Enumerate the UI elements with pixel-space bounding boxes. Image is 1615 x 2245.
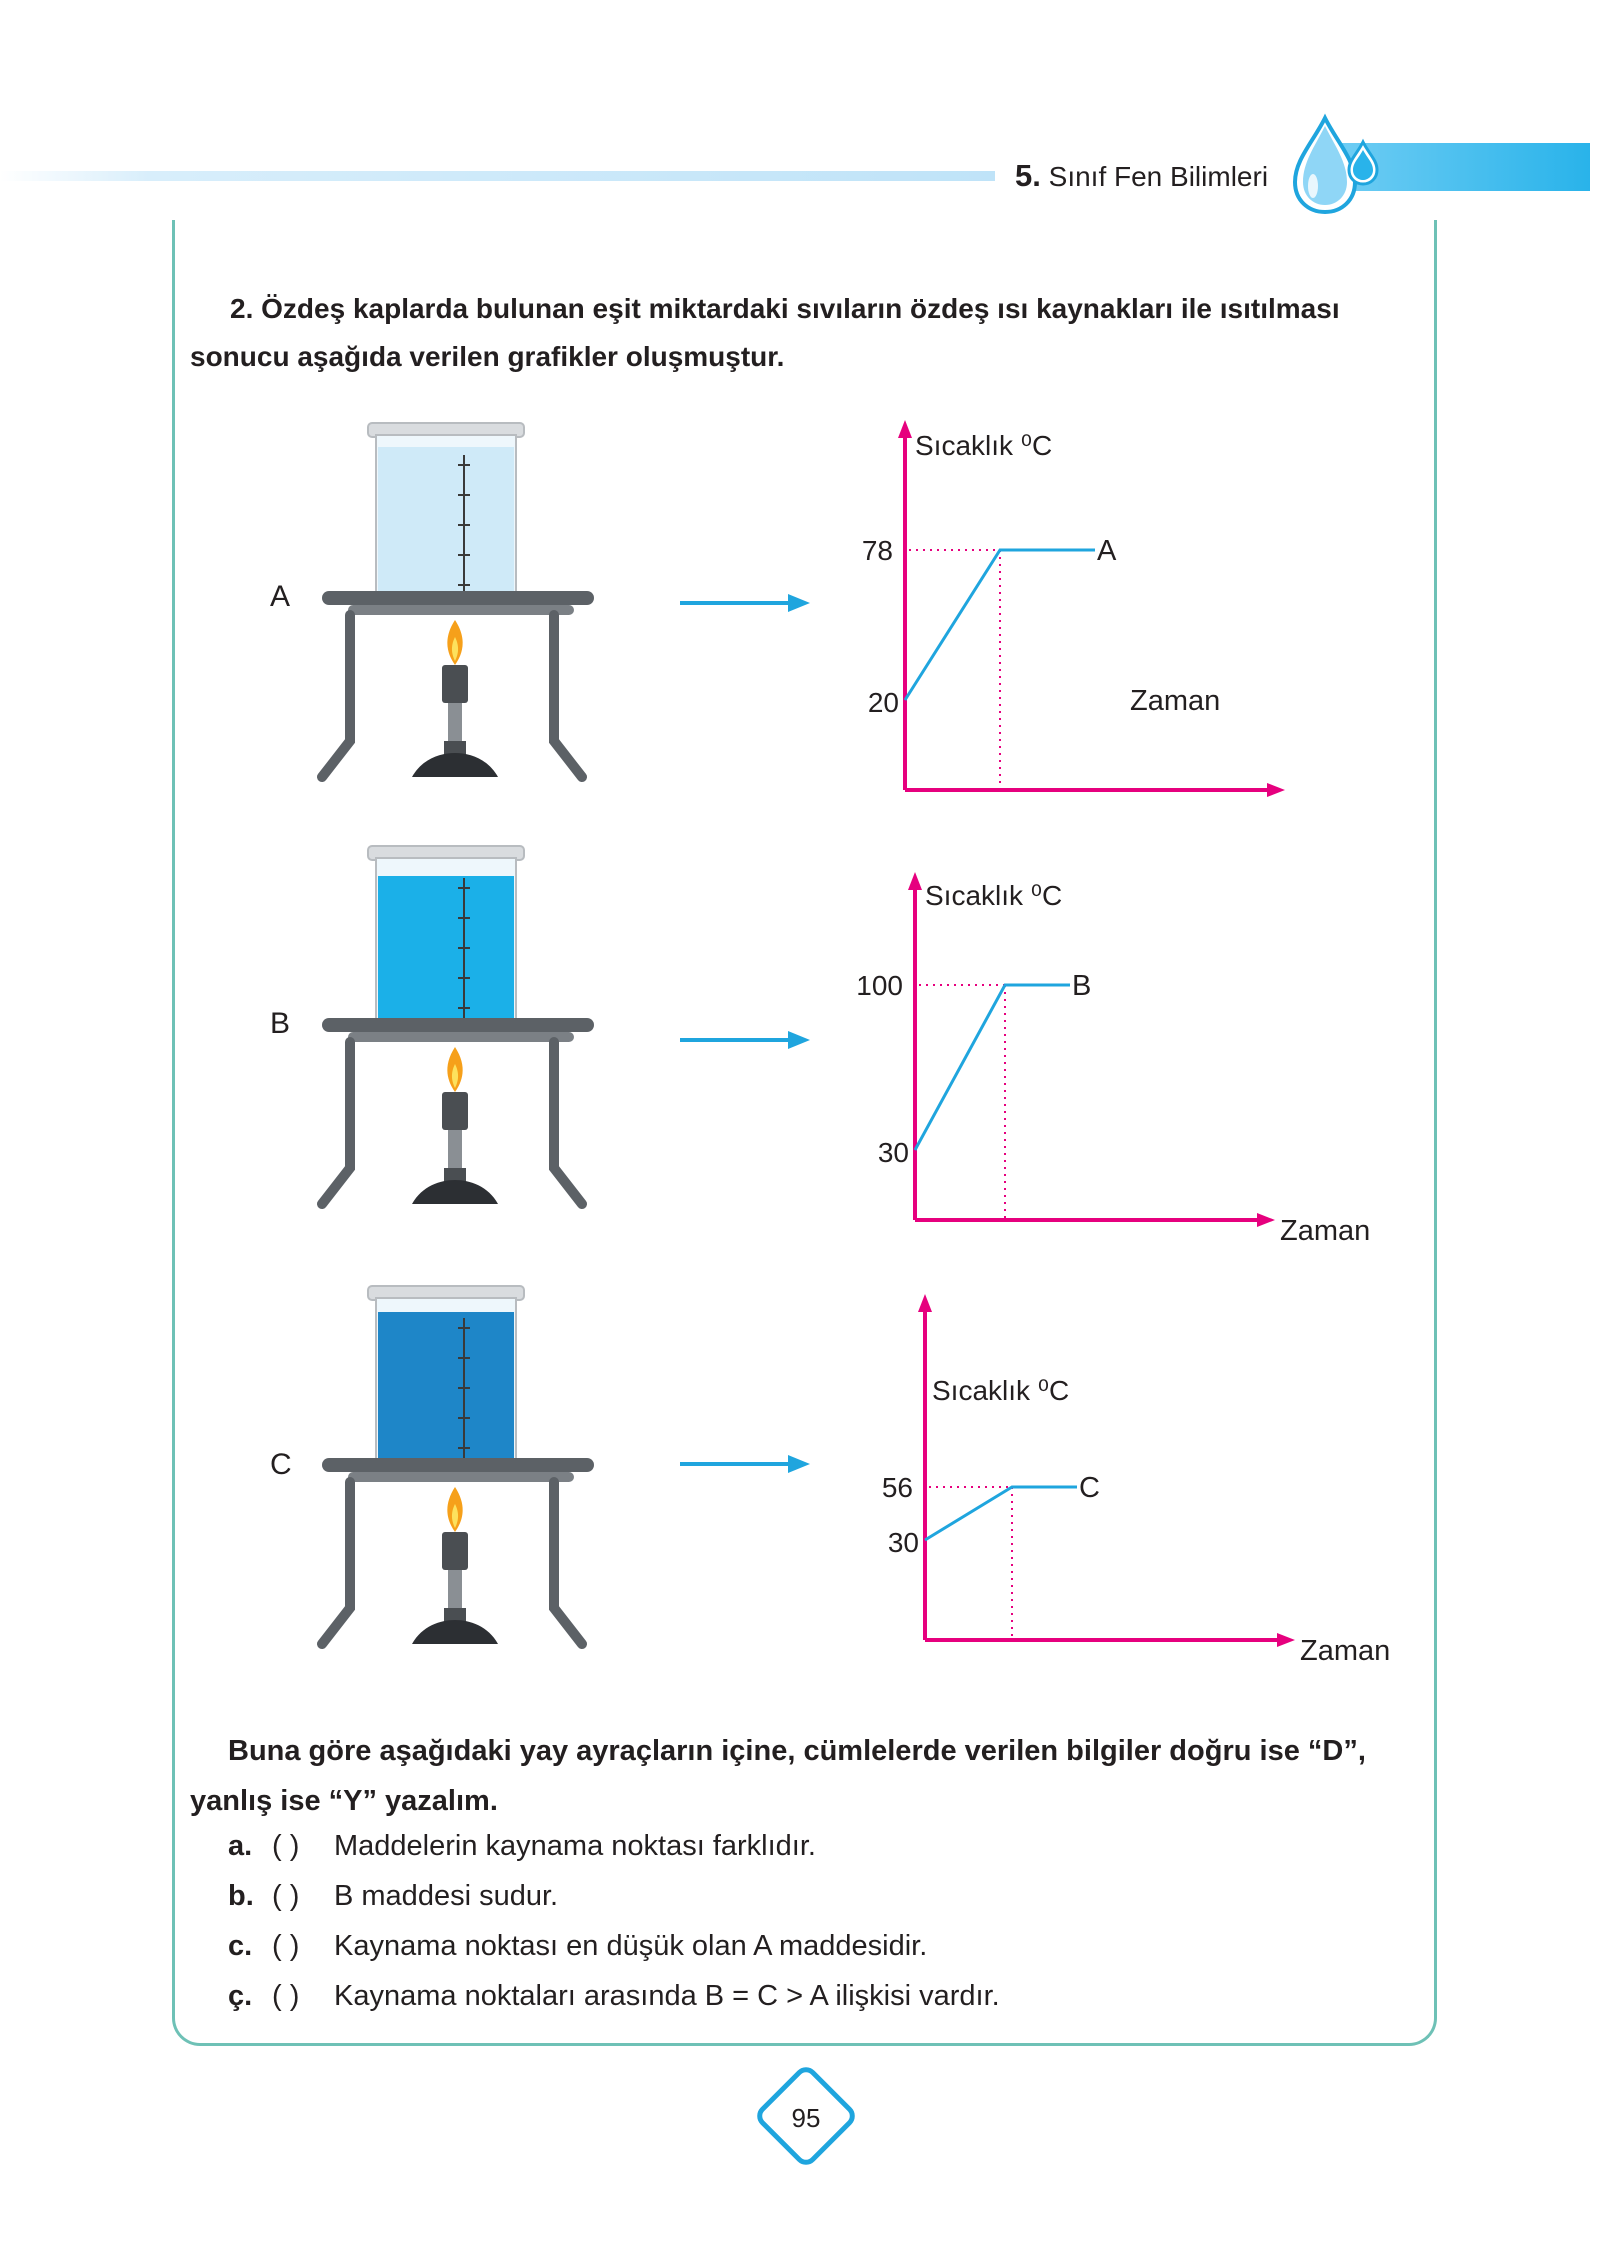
tripod-top (322, 1458, 594, 1472)
answer-blank[interactable]: ( ) (272, 1980, 300, 2012)
answer-blank[interactable]: ( ) (272, 1880, 300, 1912)
statement-text: Kaynama noktaları arasında B = C > A ili… (334, 1980, 1000, 2012)
statement-text: Kaynama noktası en düşük olan A maddesid… (334, 1930, 928, 1962)
statement-label: b. (228, 1880, 254, 1912)
burner-head (442, 665, 468, 703)
y-axis-title: Sıcaklık ⁰C (925, 880, 1062, 911)
y-tick-label: 78 (862, 535, 893, 566)
statement-c-cedilla: ç. ( ) Kaynama noktaları arasında B = C > … (228, 1980, 1000, 2013)
water-drop-icon (1292, 113, 1379, 215)
apparatus-a (317, 422, 594, 782)
x-axis-arrow (1267, 783, 1285, 797)
statement-label: ç. (228, 1980, 253, 2012)
tripod-top (322, 1018, 594, 1032)
answer-blank[interactable]: ( ) (272, 1830, 300, 1862)
series-label: C (1079, 1472, 1100, 1504)
liquid-a (378, 447, 514, 608)
tripod-top (322, 591, 594, 605)
arrow-c-head (788, 1455, 810, 1473)
statement-label: c. (228, 1930, 253, 1962)
chart-c: 30 56 C Sıcaklık ⁰C Zaman (882, 1294, 1390, 1667)
liquid-b (378, 876, 514, 1031)
liquid-c (378, 1312, 514, 1471)
y-axis-arrow (908, 872, 922, 890)
page-number: 95 (791, 2103, 821, 2133)
tripod-leg-right (549, 1477, 587, 1649)
x-axis-title: Zaman (1130, 685, 1220, 717)
x-axis-arrow (1257, 1213, 1275, 1227)
series-label: A (1097, 535, 1117, 567)
statement-b: b. ( ) B maddesi sudur. (228, 1880, 558, 1913)
x-axis-arrow (1277, 1633, 1295, 1647)
statement-label: a. (228, 1830, 253, 1862)
row-label-b: B (270, 1007, 291, 1040)
question-line1: Özdeş kaplarda bulunan eşit miktardaki s… (261, 293, 1340, 324)
y-axis-arrow (898, 420, 912, 438)
chart-b: 30 100 B Sıcaklık ⁰C Zaman (856, 872, 1370, 1247)
burner-base (412, 753, 498, 777)
arrow-c (680, 1462, 790, 1466)
y-axis-arrow (918, 1294, 932, 1312)
tripod-leg-right (549, 610, 587, 782)
question-number: 2. (230, 293, 254, 324)
arrow-a (680, 601, 790, 605)
burner-base (412, 1180, 498, 1204)
series-label: B (1072, 970, 1091, 1002)
series-line-b (913, 983, 1070, 1151)
tripod-leg-left (317, 1477, 355, 1649)
instruction-text: Buna göre aşağıdaki yay ayraçların içine… (190, 1726, 1430, 1826)
y-tick-label: 20 (868, 687, 899, 718)
series-line-a (903, 548, 1095, 701)
statement-text: Maddelerin kaynama noktası farklıdır. (334, 1830, 816, 1862)
burner-base (412, 1620, 498, 1644)
subject-name: Sınıf Fen Bilimleri (1048, 161, 1269, 192)
series-line-c (924, 1485, 1077, 1542)
y-tick-label: 56 (882, 1472, 913, 1503)
tripod-leg-right (549, 1037, 587, 1209)
y-tick-label: 30 (878, 1137, 909, 1168)
instruction-line2: yanlış ise “Y” yazalım. (190, 1785, 498, 1817)
row-label-a: A (270, 580, 291, 613)
apparatus-c (317, 1285, 594, 1649)
instruction-line1: Buna göre aşağıdaki yay ayraçların içine… (228, 1735, 1366, 1767)
arrow-b (680, 1038, 790, 1042)
question-line2: sonucu aşağıda verilen grafikler oluşmuş… (190, 341, 785, 372)
y-axis-title: Sıcaklık ⁰C (915, 430, 1052, 461)
burner-head (442, 1092, 468, 1130)
apparatus-b (317, 845, 594, 1209)
row-label-c: C (270, 1448, 292, 1481)
content-frame (172, 220, 1437, 2046)
question-text: 2. Özdeş kaplarda bulunan eşit miktardak… (190, 285, 1430, 381)
arrow-b-head (788, 1031, 810, 1049)
answer-blank[interactable]: ( ) (272, 1930, 300, 1962)
tripod-leg-left (317, 610, 355, 782)
y-axis-title: Sıcaklık ⁰C (932, 1375, 1069, 1406)
x-axis-title: Zaman (1280, 1215, 1370, 1247)
statement-text: B maddesi sudur. (334, 1880, 559, 1912)
chart-a: 20 78 A Sıcaklık ⁰C Zaman (862, 420, 1285, 797)
x-axis-title: Zaman (1300, 1635, 1390, 1667)
tripod-leg-left (317, 1037, 355, 1209)
header-band (0, 171, 995, 181)
grade-number: 5. (1015, 158, 1041, 193)
y-tick-label: 100 (856, 970, 903, 1001)
statement-c: c. ( ) Kaynama noktası en düşük olan A mad… (228, 1930, 927, 1963)
arrow-a-head (788, 594, 810, 612)
statement-a: a. ( ) Maddelerin kaynama noktası farklıdı… (228, 1830, 816, 1863)
header-title: 5. Sınıf Fen Bilimleri (1015, 158, 1268, 194)
y-tick-label: 30 (888, 1527, 919, 1558)
burner-head (442, 1532, 468, 1570)
